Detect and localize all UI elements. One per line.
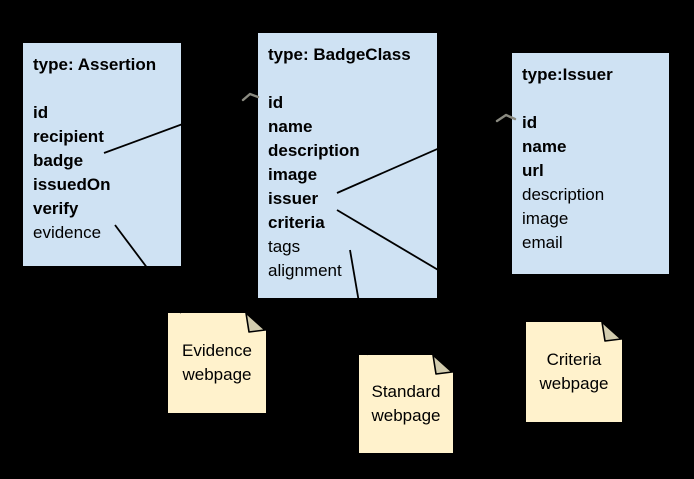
- field-badgeclass-id: id: [268, 93, 284, 112]
- entity-badgeclass-title: type: BadgeClass: [268, 45, 411, 64]
- field-badgeclass-image: image: [268, 165, 318, 184]
- field-badgeclass-issuer: issuer: [268, 189, 319, 208]
- entity-assertion-fields: id recipient badge issuedOn verify evide…: [33, 101, 110, 245]
- field-assertion-verify: verify: [33, 199, 79, 218]
- field-issuer-email: email: [522, 233, 563, 252]
- field-issuer-image: image: [522, 209, 569, 228]
- entity-issuer-title: type:Issuer: [522, 65, 613, 84]
- sticky-note-shape: [526, 322, 622, 422]
- field-issuer-name: name: [522, 137, 567, 156]
- note-standard-label: Standard webpage: [371, 382, 441, 425]
- sticky-note-shape: [168, 313, 266, 413]
- field-assertion-id: id: [33, 103, 49, 122]
- field-badgeclass-criteria: criteria: [268, 213, 325, 232]
- field-issuer-description: description: [522, 185, 605, 204]
- folded-corner-icon: [601, 322, 622, 342]
- field-assertion-issuedon: issuedOn: [33, 175, 111, 194]
- entity-assertion: type: Assertion id recipient badge issue…: [23, 43, 181, 266]
- field-issuer-id: id: [522, 113, 538, 132]
- note-evidence-webpage: Evidence webpage: [168, 313, 266, 413]
- entity-assertion-title: type: Assertion: [33, 55, 157, 74]
- note-standard-webpage: Standard webpage: [359, 355, 453, 453]
- field-badgeclass-description: description: [268, 141, 360, 160]
- field-badgeclass-tags: tags: [268, 237, 301, 256]
- field-assertion-recipient: recipient: [33, 127, 104, 146]
- note-criteria-label: Criteria webpage: [539, 350, 609, 393]
- entity-issuer: type:Issuer id name url description imag…: [512, 53, 669, 274]
- entity-badgeclass-fields: id name description image issuer criteri…: [268, 91, 360, 283]
- entity-issuer-fields: id name url description image email: [522, 111, 604, 255]
- entity-badgeclass: type: BadgeClass id name description ima…: [258, 33, 437, 298]
- folded-corner-icon: [245, 313, 266, 333]
- note-criteria-webpage: Criteria webpage: [526, 322, 622, 422]
- sticky-note-shape: [359, 355, 453, 453]
- folded-corner-icon: [432, 355, 453, 375]
- field-assertion-evidence: evidence: [33, 223, 102, 242]
- field-issuer-url: url: [522, 161, 544, 180]
- field-badgeclass-name: name: [268, 117, 313, 136]
- arrowhead-badgeclass-id-icon: [241, 92, 260, 102]
- field-assertion-badge: badge: [33, 151, 84, 170]
- field-badgeclass-alignment: alignment: [268, 261, 342, 280]
- note-evidence-label: Evidence webpage: [182, 341, 252, 384]
